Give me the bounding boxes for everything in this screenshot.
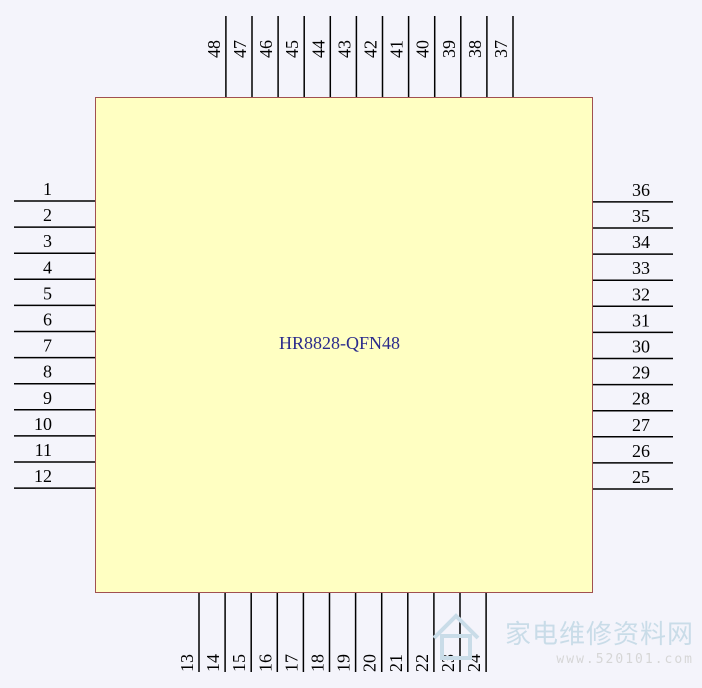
pin-number: 19: [334, 654, 354, 672]
pin-number: 48: [204, 40, 224, 58]
pin-number: 34: [632, 232, 650, 252]
pin-number: 9: [43, 388, 52, 408]
pin-number: 6: [43, 310, 52, 330]
pin-number: 8: [43, 362, 52, 382]
watermark-url: www.520101.com: [556, 652, 694, 667]
pin-number: 36: [632, 180, 650, 200]
pin-number: 30: [632, 337, 650, 357]
pin-number: 12: [34, 466, 52, 486]
pin-number: 10: [34, 414, 52, 434]
pin-number: 22: [412, 654, 432, 672]
watermark-text: 家电维修资料网: [504, 620, 694, 650]
chip-body: [95, 97, 593, 593]
pin-number: 15: [229, 654, 249, 672]
pin-number: 32: [632, 284, 650, 304]
pin-number: 39: [439, 40, 459, 58]
pin-number: 11: [35, 440, 52, 460]
chip-name: HR8828-QFN48: [279, 333, 401, 353]
watermark-logo-icon: [432, 613, 480, 660]
pin-number: 7: [43, 336, 52, 356]
pin-number: 13: [177, 654, 197, 672]
pin-number: 4: [43, 257, 52, 277]
pin-number: 16: [255, 654, 275, 672]
pin-number: 41: [387, 40, 407, 58]
pin-number: 33: [632, 258, 650, 278]
pin-number: 27: [632, 415, 650, 435]
pin-number: 29: [632, 363, 650, 383]
pin-number: 40: [413, 40, 433, 58]
pin-number: 46: [256, 40, 276, 58]
pin-number: 14: [203, 654, 223, 672]
pin-number: 20: [360, 654, 380, 672]
pin-number: 17: [281, 654, 301, 672]
pin-number: 25: [632, 467, 650, 487]
pin-number: 42: [361, 40, 381, 58]
pin-number: 35: [632, 206, 650, 226]
pin-number: 3: [43, 231, 52, 251]
pin-number: 43: [334, 40, 354, 58]
pin-number: 45: [282, 40, 302, 58]
pin-number: 47: [230, 40, 250, 58]
pin-number: 28: [632, 389, 650, 409]
pin-number: 37: [491, 40, 511, 58]
pin-number: 2: [43, 205, 52, 225]
pin-number: 26: [632, 441, 650, 461]
pin-number: 18: [308, 654, 328, 672]
pin-number: 21: [386, 654, 406, 672]
pin-number: 38: [465, 40, 485, 58]
pin-number: 44: [308, 40, 328, 58]
pin-number: 31: [632, 310, 650, 330]
pin-number: 5: [43, 283, 52, 303]
pin-number: 1: [43, 179, 52, 199]
